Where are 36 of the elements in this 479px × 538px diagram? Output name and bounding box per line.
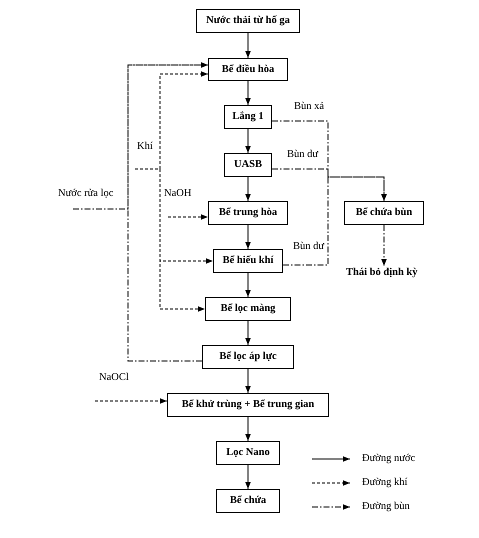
process-box: Lọc Nano [216, 441, 280, 465]
arrow [245, 128, 251, 154]
input-label: NaOH [164, 187, 200, 202]
process-box: UASB [224, 153, 272, 177]
arrow [245, 368, 251, 394]
process-box: Bể điều hòa [208, 58, 288, 81]
process-box: Lắng 1 [224, 105, 272, 129]
arrow [94, 398, 168, 404]
input-label: NaOCl [99, 371, 137, 386]
legend-label: Đường bùn [362, 500, 410, 514]
process-box: Bể hiếu khí [213, 249, 283, 273]
arrow [245, 320, 251, 346]
process-box: Bể chứa [216, 489, 280, 513]
arrow [245, 176, 251, 202]
arrow [282, 176, 387, 266]
arrow [245, 32, 251, 58]
arrow [72, 62, 208, 210]
process-box: Bể lọc màng [205, 297, 291, 321]
process-box: Bể trung hòa [208, 201, 288, 225]
input-label: Nước rửa lọc [58, 187, 126, 202]
legend-label: Đường khí [362, 476, 408, 490]
process-box: Nước thải từ hố ga [196, 9, 300, 33]
legend-label: Đường nước [362, 452, 416, 466]
input-label: Thái bỏ định kỳ [346, 266, 430, 282]
arrow [245, 416, 251, 442]
arrow [134, 168, 206, 312]
arrow [245, 224, 251, 250]
process-box: Bể chứa bùn [344, 201, 424, 225]
arrow [168, 214, 208, 220]
process-box: Bể khử trùng + Bể trung gian [167, 393, 329, 417]
input-label: Khí [137, 140, 158, 155]
arrow [245, 464, 251, 490]
arrow [245, 272, 251, 298]
process-box: Bể lọc áp lực [202, 345, 294, 369]
arrow [245, 80, 251, 106]
arrow [381, 224, 387, 266]
